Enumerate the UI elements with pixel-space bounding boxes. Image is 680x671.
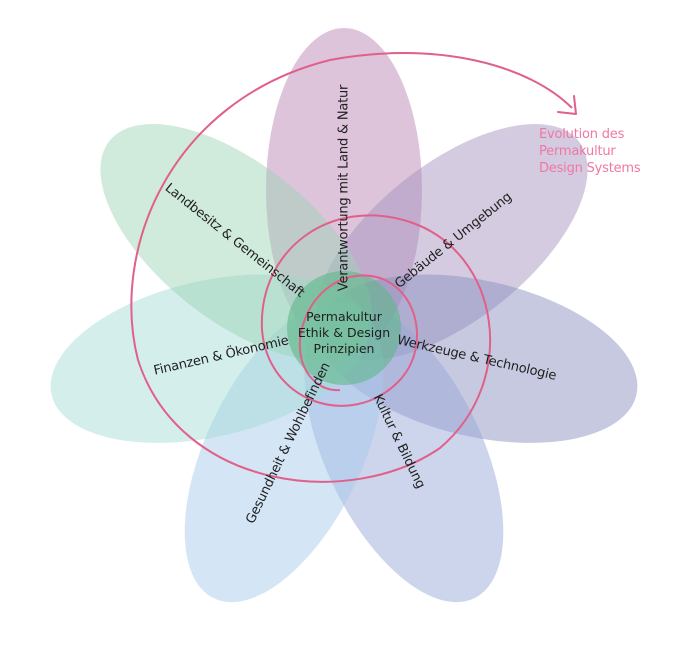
petal-label-land-nature: Verantwortung mit Land & Natur: [337, 84, 352, 291]
evolution-label-line-2: Permakultur: [539, 144, 616, 159]
spiral-arrowhead: [557, 95, 577, 115]
evolution-label-line-1: Evolution des: [539, 127, 625, 142]
center-label-line-3: Prinzipien: [314, 341, 375, 356]
evolution-label-line-3: Design Systems: [539, 161, 641, 176]
center-label-line-1: Permakultur: [306, 309, 383, 324]
evolution-spiral: [130, 52, 573, 483]
petal-land-nature: [266, 28, 422, 352]
center-label-line-2: Ethik & Design: [298, 325, 390, 340]
